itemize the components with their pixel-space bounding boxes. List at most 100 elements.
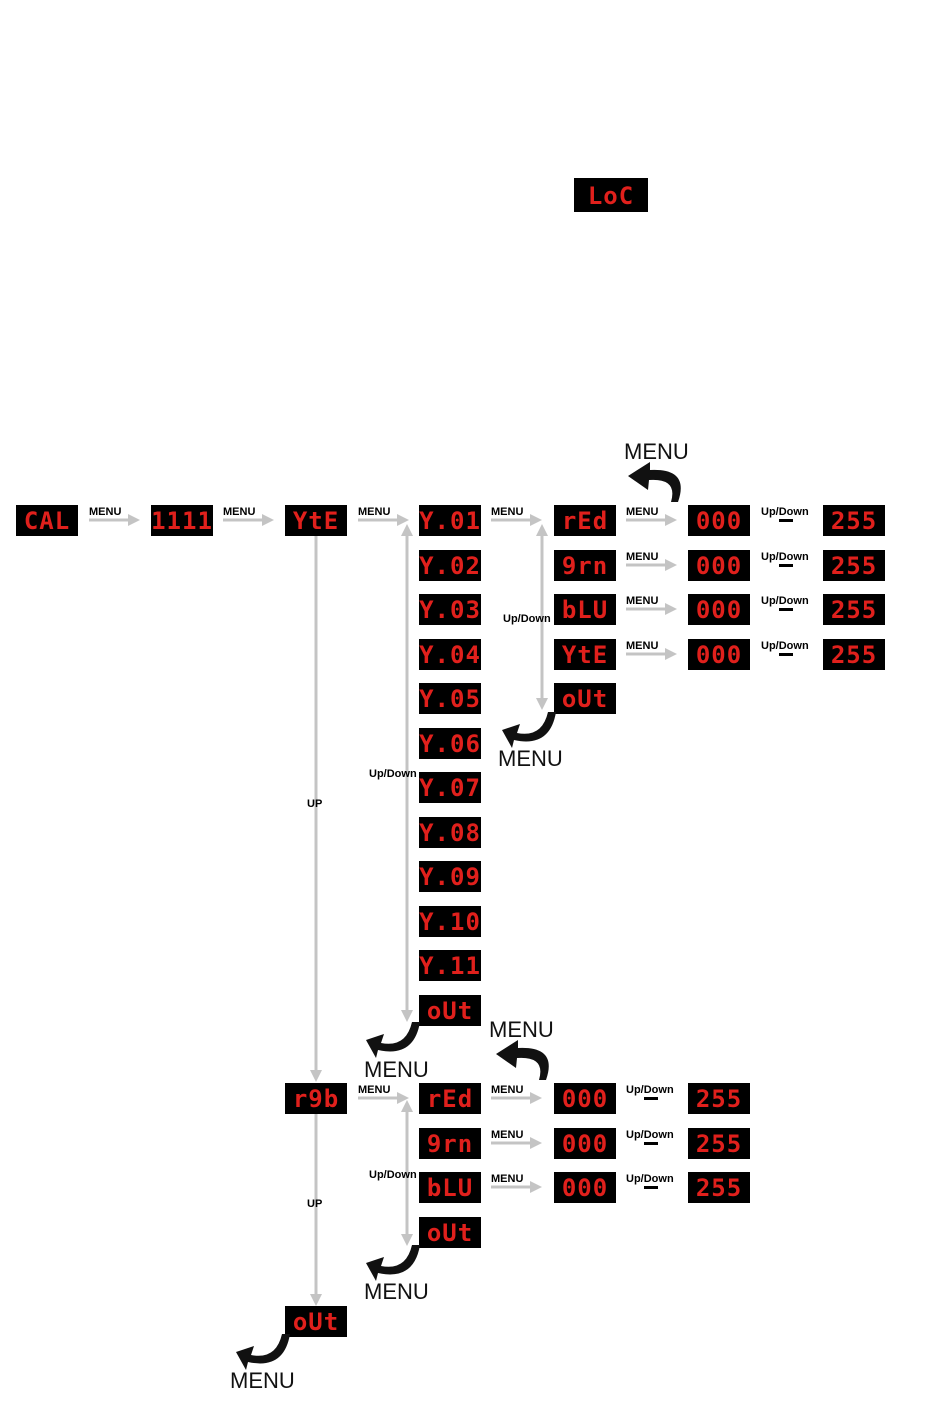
color-item-green: 9rn [562, 552, 608, 580]
loop-arrow-icon [366, 1022, 420, 1058]
value-end: 255 [696, 1174, 742, 1202]
value-start: 000 [696, 552, 742, 580]
menu-label: MENU [491, 1173, 523, 1185]
menu-loop-label: MENU [364, 1057, 429, 1082]
rgb-item-blue: bLU [427, 1174, 473, 1202]
display-final-out: oUt [285, 1306, 347, 1337]
color-item-out: oUt [562, 685, 608, 713]
value-start: 000 [562, 1085, 608, 1113]
color-item-blue: bLU [562, 596, 608, 624]
menu-label: MENU [223, 506, 255, 518]
yte-item: Y.01 [419, 507, 481, 535]
value-end: 255 [831, 507, 877, 535]
yte-item: Y.06 [419, 730, 481, 758]
menu-label: MENU [89, 506, 121, 518]
yte-item: Y.10 [419, 908, 481, 936]
yte-item: Y.04 [419, 641, 481, 669]
display-rgb: r9b [285, 1083, 347, 1114]
arrow-rgb-up-to-out: UP [307, 1114, 322, 1306]
yte-color-list: rEd 9rn bLU YtE oUt [554, 505, 616, 714]
updown-label: Up/Down [369, 768, 417, 780]
lock-display-text: LoC [588, 182, 634, 210]
loop-arrow-icon [236, 1334, 290, 1370]
updown-label: Up/Down [761, 551, 809, 563]
arrow-num-to-yte: MENU [223, 506, 274, 526]
display-yte-text: YtE [293, 507, 339, 535]
display-rgb-text: r9b [293, 1085, 339, 1113]
rgb-list-updown-arrow: Up/Down [369, 1100, 417, 1246]
value-start: 000 [696, 507, 742, 535]
updown-label: Up/Down [761, 506, 809, 518]
menu-label: MENU [358, 506, 390, 518]
value-end: 255 [831, 641, 877, 669]
yte-item: oUt [427, 997, 473, 1025]
updown-label: Up/Down [369, 1169, 417, 1181]
updown-label: Up/Down [761, 595, 809, 607]
menu-label: MENU [626, 595, 658, 607]
menu-label: MENU [358, 1084, 390, 1096]
yte-colors-menu-loop: MENU [498, 712, 563, 771]
rgb-value-menu-loop: MENU [489, 1017, 554, 1080]
color-item-white: YtE [562, 641, 608, 669]
updown-label: Up/Down [626, 1173, 674, 1185]
loop-arrow-icon [628, 462, 681, 502]
yte-item: Y.02 [419, 552, 481, 580]
up-label: UP [307, 798, 322, 810]
loop-arrow-icon [502, 712, 556, 748]
arrow-y01-to-colors: MENU [491, 506, 542, 526]
menu-label: MENU [626, 506, 658, 518]
rgb-item-green: 9rn [427, 1130, 473, 1158]
display-final-out-text: oUt [293, 1308, 339, 1336]
menu-label: MENU [491, 1084, 523, 1096]
value-end: 255 [831, 552, 877, 580]
loop-arrow-icon [366, 1245, 420, 1281]
yte-item: Y.07 [419, 774, 481, 802]
updown-label: Up/Down [761, 640, 809, 652]
value-end: 255 [696, 1130, 742, 1158]
display-number-text: 1111 [151, 507, 213, 535]
display-cal: CAL [16, 505, 78, 536]
menu-loop-label: MENU [230, 1368, 295, 1393]
yte-color-value-rows: MENU 000 Up/Down 255 MENU 000 Up/Down 25… [626, 505, 885, 670]
yte-item: Y.08 [419, 819, 481, 847]
yte-item: Y.09 [419, 863, 481, 891]
updown-label: Up/Down [626, 1084, 674, 1096]
yte-item: Y.03 [419, 596, 481, 624]
rgb-value-rows: MENU 000 Up/Down 255 MENU 000 Up/Down 25… [491, 1083, 750, 1203]
updown-label: Up/Down [626, 1129, 674, 1141]
value-start: 000 [562, 1174, 608, 1202]
menu-label: MENU [491, 506, 523, 518]
yte-item: Y.11 [419, 952, 481, 980]
up-label: UP [307, 1198, 322, 1210]
rgb-list-menu-loop: MENU [364, 1245, 429, 1304]
loop-arrow-icon [496, 1040, 549, 1080]
yte-value-menu-loop: MENU [624, 439, 689, 502]
menu-label: MENU [491, 1129, 523, 1141]
display-cal-text: CAL [24, 507, 70, 535]
yte-colors-updown-arrow: Up/Down [503, 524, 551, 710]
yte-item: Y.05 [419, 685, 481, 713]
menu-loop-label: MENU [498, 746, 563, 771]
display-number: 1111 [151, 505, 213, 536]
value-start: 000 [696, 641, 742, 669]
yte-list-menu-loop: MENU [364, 1022, 429, 1082]
display-yte: YtE [285, 505, 347, 536]
value-start: 000 [696, 596, 742, 624]
lock-display: LoC [574, 178, 648, 212]
final-menu-loop: MENU [230, 1334, 295, 1393]
yte-list: Y.01 Y.02 Y.03 Y.04 Y.05 Y.06 Y.07 Y.08 … [419, 505, 481, 1026]
arrow-cal-to-num: MENU [89, 506, 140, 526]
menu-loop-label: MENU [489, 1017, 554, 1042]
menu-loop-label: MENU [364, 1279, 429, 1304]
menu-label: MENU [626, 551, 658, 563]
arrow-yte-to-list: MENU [358, 506, 409, 526]
arrow-yte-up-to-rgb: UP [307, 536, 322, 1082]
yte-list-updown-arrow: Up/Down [369, 524, 417, 1022]
rgb-item-red: rEd [427, 1085, 473, 1113]
menu-label: MENU [626, 640, 658, 652]
menu-loop-label: MENU [624, 439, 689, 464]
updown-label: Up/Down [503, 613, 551, 625]
color-item-red: rEd [562, 507, 608, 535]
value-start: 000 [562, 1130, 608, 1158]
